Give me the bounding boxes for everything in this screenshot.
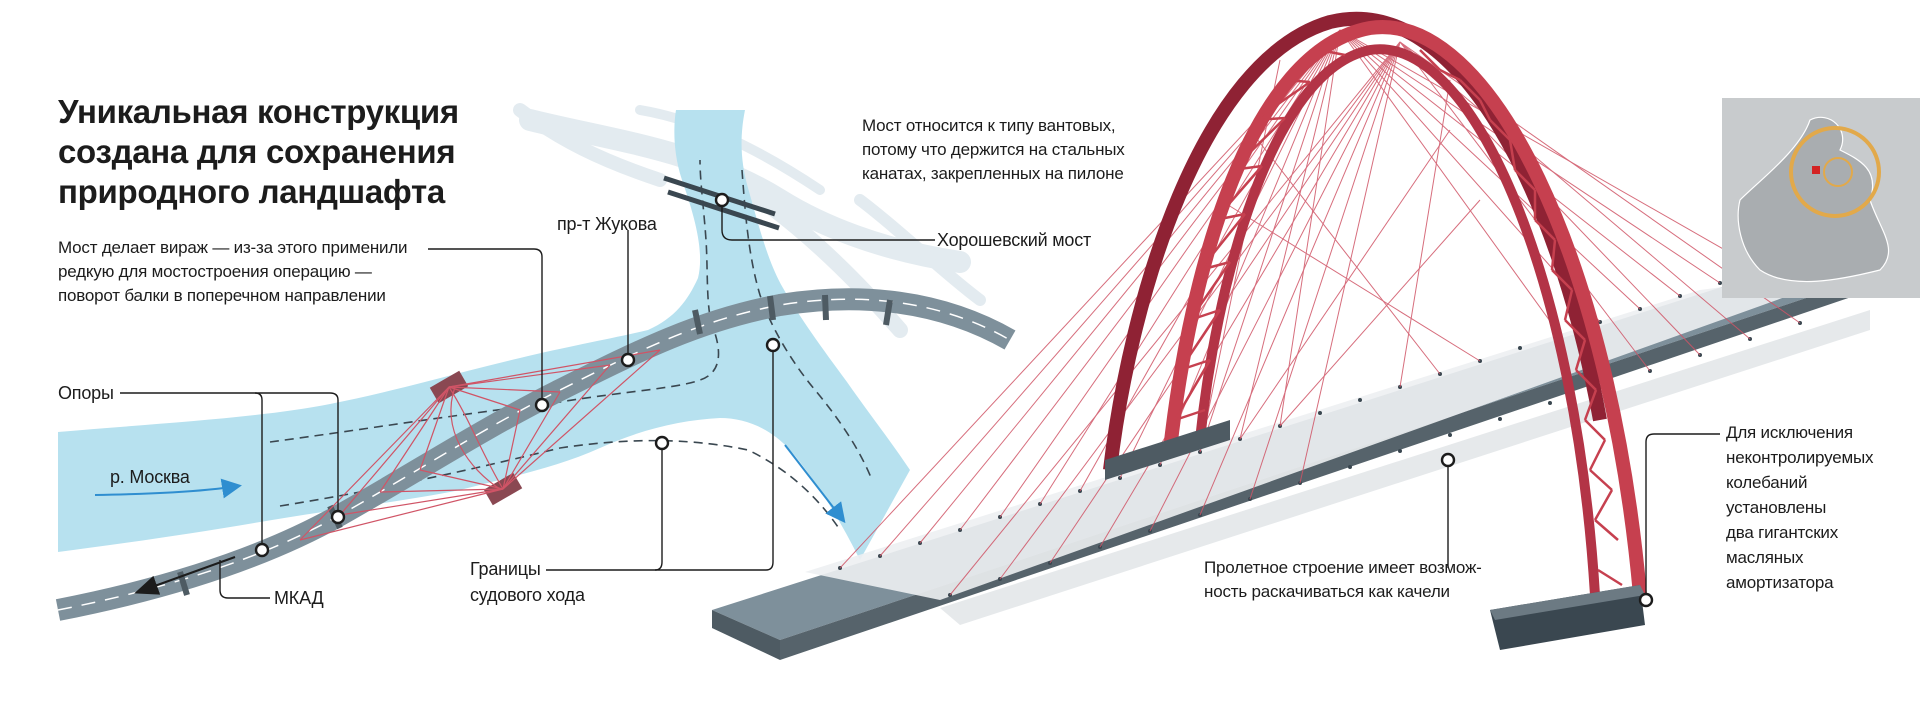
location-map-icon — [1722, 98, 1920, 298]
title-line: природного ландшафта — [58, 173, 445, 210]
label-navigation-channel: Границы судового хода — [470, 556, 585, 608]
arch-inner — [1195, 44, 1600, 596]
moskva-river — [58, 110, 910, 560]
leader-lines — [120, 200, 935, 599]
label-mkad: МКАД — [274, 588, 324, 608]
note-line: канатах, закрепленных на пилоне — [862, 164, 1124, 183]
title-line: создана для сохранения — [58, 133, 456, 170]
label-supports: Опоры — [58, 383, 114, 403]
label-zhukov-avenue: пр-т Жукова — [557, 214, 657, 234]
arch-front — [1163, 20, 1647, 596]
flow-arrow-icon — [784, 444, 846, 524]
note-line: амортизатора — [1726, 573, 1834, 592]
label-river: р. Москва — [110, 467, 190, 487]
deck-edge — [712, 610, 780, 660]
bridge-illustration — [712, 11, 1920, 660]
label-line: судового хода — [470, 585, 585, 605]
pylon-footprint — [299, 349, 661, 541]
deck-shadow — [940, 310, 1870, 625]
label-khoroshevsky-bridge: Хорошевский мост — [937, 230, 1092, 250]
note-line: колебаний — [1726, 473, 1808, 492]
arch-rear — [1103, 11, 1607, 471]
callout-circle-icon — [254, 192, 781, 558]
note-line: ность раскачиваться как качели — [1204, 582, 1450, 601]
callout-circle-icon — [1440, 452, 1654, 608]
bridge-road — [55, 288, 1016, 621]
leader-lines-right — [1447, 433, 1720, 600]
note-line: два гигантских — [1726, 523, 1839, 542]
note-line: установлены — [1726, 498, 1827, 517]
title-line: Уникальная конструкция — [58, 93, 459, 130]
note-line: редкую для мостостроения операцию — — [58, 262, 372, 281]
note-line: Для исключения — [1726, 423, 1853, 442]
pylon-base-left — [1105, 420, 1230, 480]
note-line: Мост относится к типу вантовых, — [862, 116, 1116, 135]
note-dampers: Для исключения неконтролируемых колебани… — [1726, 420, 1873, 595]
page-title: Уникальная конструкция создана для сохра… — [58, 92, 498, 212]
note-line: неконтролируемых — [1726, 448, 1874, 467]
note-line: масляных — [1726, 548, 1804, 567]
arch-lattice — [1173, 48, 1623, 587]
note-line: потому что держится на стальных — [862, 140, 1125, 159]
flow-arrow-icon — [94, 478, 242, 499]
note-beam-turn: Мост делает вираж — из-за этого применил… — [58, 236, 408, 308]
note-cable-type: Мост относится к типу вантовых, потому ч… — [862, 114, 1125, 186]
note-line: Мост делает вираж — из-за этого применил… — [58, 238, 408, 257]
note-line: поворот балки в поперечном направлении — [58, 286, 386, 305]
label-line: Границы — [470, 559, 541, 579]
note-line: Пролетное строение имеет возмож- — [1204, 558, 1482, 577]
mkad-direction-arrow-icon — [134, 556, 236, 595]
river-map — [55, 103, 1016, 621]
note-swing: Пролетное строение имеет возмож- ность р… — [1204, 556, 1482, 604]
